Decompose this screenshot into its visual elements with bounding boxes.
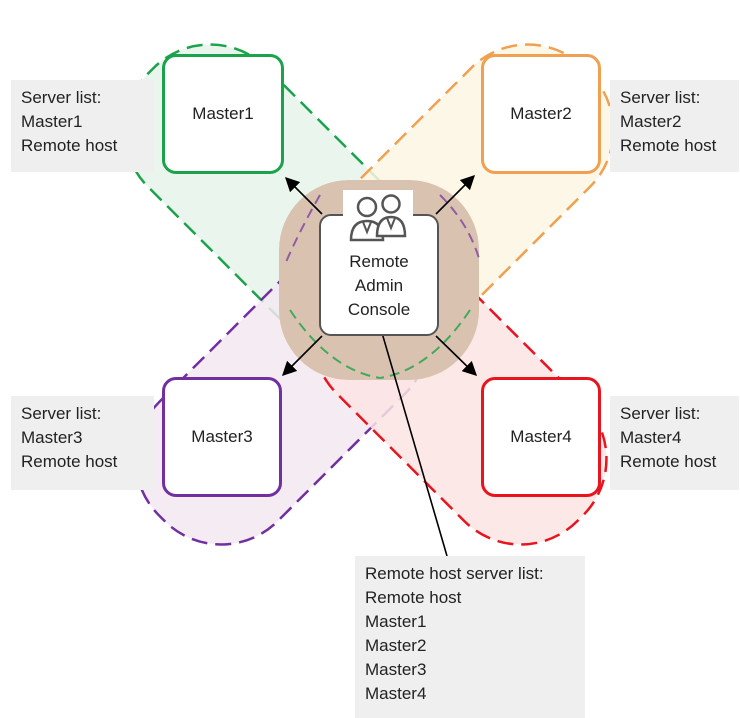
master1-server-list-item: Master1	[21, 112, 83, 131]
arrow-to-master4	[435, 335, 478, 377]
master1-label: Master1	[192, 104, 254, 123]
master4-node: Master4	[481, 377, 601, 497]
arrow-to-master1	[284, 176, 323, 215]
master2-server-list: Server list: Master2 Remote host	[610, 80, 739, 172]
master4-server-list-item: Master4	[620, 428, 682, 447]
admin-users-icon	[343, 190, 413, 248]
remote-host-server-list: Remote host server list: Remote host Mas…	[355, 556, 585, 718]
remote-host-list-item: Master1	[365, 612, 427, 631]
master4-label: Master4	[510, 427, 572, 446]
remote-host-list-heading: Remote host server list:	[365, 564, 544, 583]
master1-node: Master1	[162, 54, 284, 174]
master2-node: Master2	[481, 54, 601, 174]
arrow-to-master2	[435, 174, 476, 215]
console-line-1: Remote	[349, 252, 409, 271]
arrow-to-master3	[281, 335, 323, 377]
console-line-2: Admin	[354, 276, 404, 295]
remote-admin-console: Remote Admin Console	[319, 214, 439, 336]
master2-server-list-item: Remote host	[620, 136, 717, 155]
master3-server-list: Server list: Master3 Remote host	[11, 396, 154, 490]
master2-server-list-item: Master2	[620, 112, 682, 131]
master4-server-list: Server list: Master4 Remote host	[610, 396, 739, 490]
master4-server-list-item: Remote host	[620, 452, 717, 471]
remote-host-list-item: Master4	[365, 684, 427, 703]
master3-node: Master3	[162, 377, 282, 497]
master3-server-list-item: Remote host	[21, 452, 118, 471]
master1-server-list-item: Remote host	[21, 136, 118, 155]
master2-label: Master2	[510, 104, 572, 123]
master1-server-list: Server list: Master1 Remote host	[11, 80, 154, 172]
master3-server-list-item: Master3	[21, 428, 83, 447]
remote-host-list-item: Master2	[365, 636, 427, 655]
master2-server-list-heading: Server list:	[620, 88, 701, 107]
remote-host-list-item: Master3	[365, 660, 427, 679]
master1-server-list-heading: Server list:	[21, 88, 102, 107]
console-line-3: Console	[347, 300, 411, 319]
master3-server-list-heading: Server list:	[21, 404, 102, 423]
remote-host-list-item: Remote host	[365, 588, 462, 607]
master3-label: Master3	[191, 427, 253, 446]
remote-host-connector	[379, 325, 448, 557]
master4-server-list-heading: Server list:	[620, 404, 701, 423]
